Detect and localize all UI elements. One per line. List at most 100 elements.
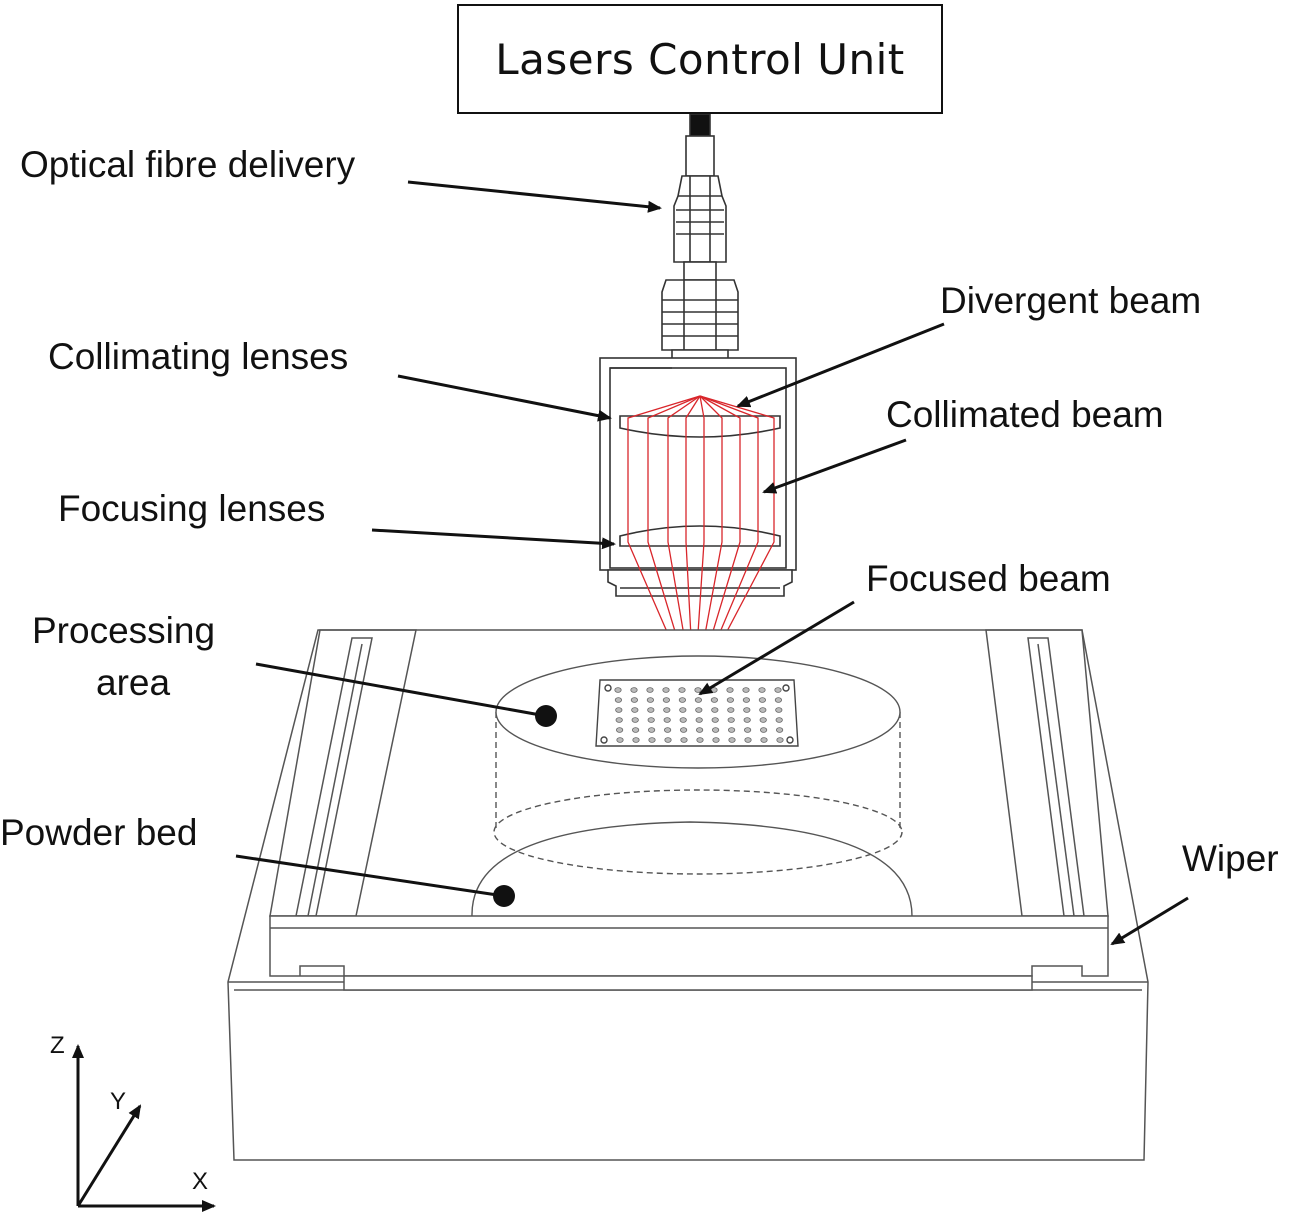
plate-hole: [663, 707, 671, 713]
plate-hole: [711, 707, 719, 713]
plate-hole: [695, 727, 704, 733]
plate-hole: [695, 717, 703, 723]
plate-hole: [758, 697, 767, 703]
plate-hole: [727, 727, 736, 733]
plate-hole: [647, 707, 655, 713]
leader-processing-area: [255, 662, 547, 718]
wiper: [269, 915, 1109, 991]
plate-hole: [712, 737, 720, 743]
coordinate-axes: [72, 1044, 216, 1212]
plate-hole: [614, 687, 622, 693]
laser-ray: [693, 395, 759, 695]
plate-hole: [662, 697, 671, 703]
plate-hole: [744, 737, 752, 743]
leader-collimating-lenses: [397, 374, 612, 422]
plate-hole: [711, 727, 720, 733]
laser-ray: [685, 395, 701, 695]
laser-ray: [627, 395, 701, 695]
label-collimating-lenses: Collimating lenses: [48, 336, 349, 377]
powder-bed-dot: [493, 885, 515, 907]
plate-hole: [680, 737, 688, 743]
leader-powder-bed: [235, 854, 505, 898]
leader-wiper: [1110, 896, 1189, 946]
plate-hole: [664, 737, 672, 743]
leader-focused-beam: [698, 600, 855, 696]
plate-hole: [631, 727, 640, 733]
plate-hole: [615, 707, 623, 713]
lasers-control-unit-box: Lasers Control Unit: [457, 4, 943, 114]
plate-hole: [695, 707, 703, 713]
label-focused-beam: Focused beam: [866, 558, 1111, 599]
plate-hole: [630, 687, 638, 693]
plate-hole: [742, 687, 750, 693]
plate-hole: [743, 707, 751, 713]
plate-hole: [774, 687, 782, 693]
laser-ray: [647, 395, 701, 695]
plate-hole: [726, 697, 735, 703]
plate-hole: [727, 707, 735, 713]
plate-hole: [648, 737, 656, 743]
plate-hole: [616, 737, 624, 743]
plate-hole: [726, 687, 734, 693]
plate-hole: [679, 727, 688, 733]
label-processing-area-line1: Processing: [32, 610, 216, 651]
plate-hole: [775, 707, 783, 713]
page-title: Lasers Control Unit: [495, 34, 905, 84]
leader-focusing-lenses: [371, 528, 616, 550]
plate-hole: [711, 717, 719, 723]
plate-hole: [663, 727, 672, 733]
laser-ray: [667, 395, 701, 695]
plate-hole: [663, 717, 671, 723]
axis-label-x: X: [192, 1168, 209, 1195]
plate-hole: [646, 697, 655, 703]
label-processing-area-line2: area: [96, 662, 171, 703]
leader-optical-fibre: [407, 180, 662, 213]
plate-hole: [615, 727, 624, 733]
label-divergent-beam: Divergent beam: [940, 280, 1202, 321]
plate-hole: [631, 717, 639, 723]
plate-hole: [678, 687, 686, 693]
build-frame: [227, 629, 1149, 1161]
plate-hole: [694, 697, 703, 703]
plate-hole: [743, 717, 751, 723]
plate-hole: [774, 697, 783, 703]
label-collimated-beam: Collimated beam: [886, 394, 1164, 435]
plate-hole: [678, 697, 687, 703]
axis-label-z: Z: [50, 1032, 65, 1059]
plate-hole: [759, 717, 767, 723]
plate-hole: [647, 717, 655, 723]
leader-collimated-beam: [762, 438, 907, 494]
axis-label-y: Y: [110, 1088, 127, 1115]
plate-hole: [743, 727, 752, 733]
plate-hole: [694, 687, 702, 693]
plate-hole: [614, 697, 623, 703]
plate-hole: [679, 707, 687, 713]
y-axis-icon: [76, 1104, 142, 1207]
plate-hole: [647, 727, 656, 733]
plate-hole: [759, 727, 768, 733]
plate-hole: [679, 717, 687, 723]
plate-hole: [632, 737, 640, 743]
leader-lines: [235, 180, 1189, 946]
label-focusing-lenses: Focusing lenses: [58, 488, 326, 529]
fibre-connector: [661, 113, 739, 393]
plate-hole: [728, 737, 736, 743]
plate-hole: [662, 687, 670, 693]
leader-divergent-beam: [736, 322, 945, 408]
plate-hole: [630, 697, 639, 703]
laser-ray: [693, 395, 741, 695]
plate-hole: [696, 737, 704, 743]
build-plate: [595, 679, 799, 747]
label-optical-fibre: Optical fibre delivery: [20, 144, 356, 185]
plate-hole: [776, 737, 784, 743]
plate-hole: [758, 687, 766, 693]
label-wiper: Wiper: [1182, 838, 1279, 879]
plate-hole: [615, 717, 623, 723]
plate-hole: [775, 727, 784, 733]
processing-area-dot: [535, 705, 557, 727]
plate-hole: [775, 717, 783, 723]
laser-ray: [693, 395, 723, 695]
plate-hole: [710, 697, 719, 703]
plate-hole: [631, 707, 639, 713]
